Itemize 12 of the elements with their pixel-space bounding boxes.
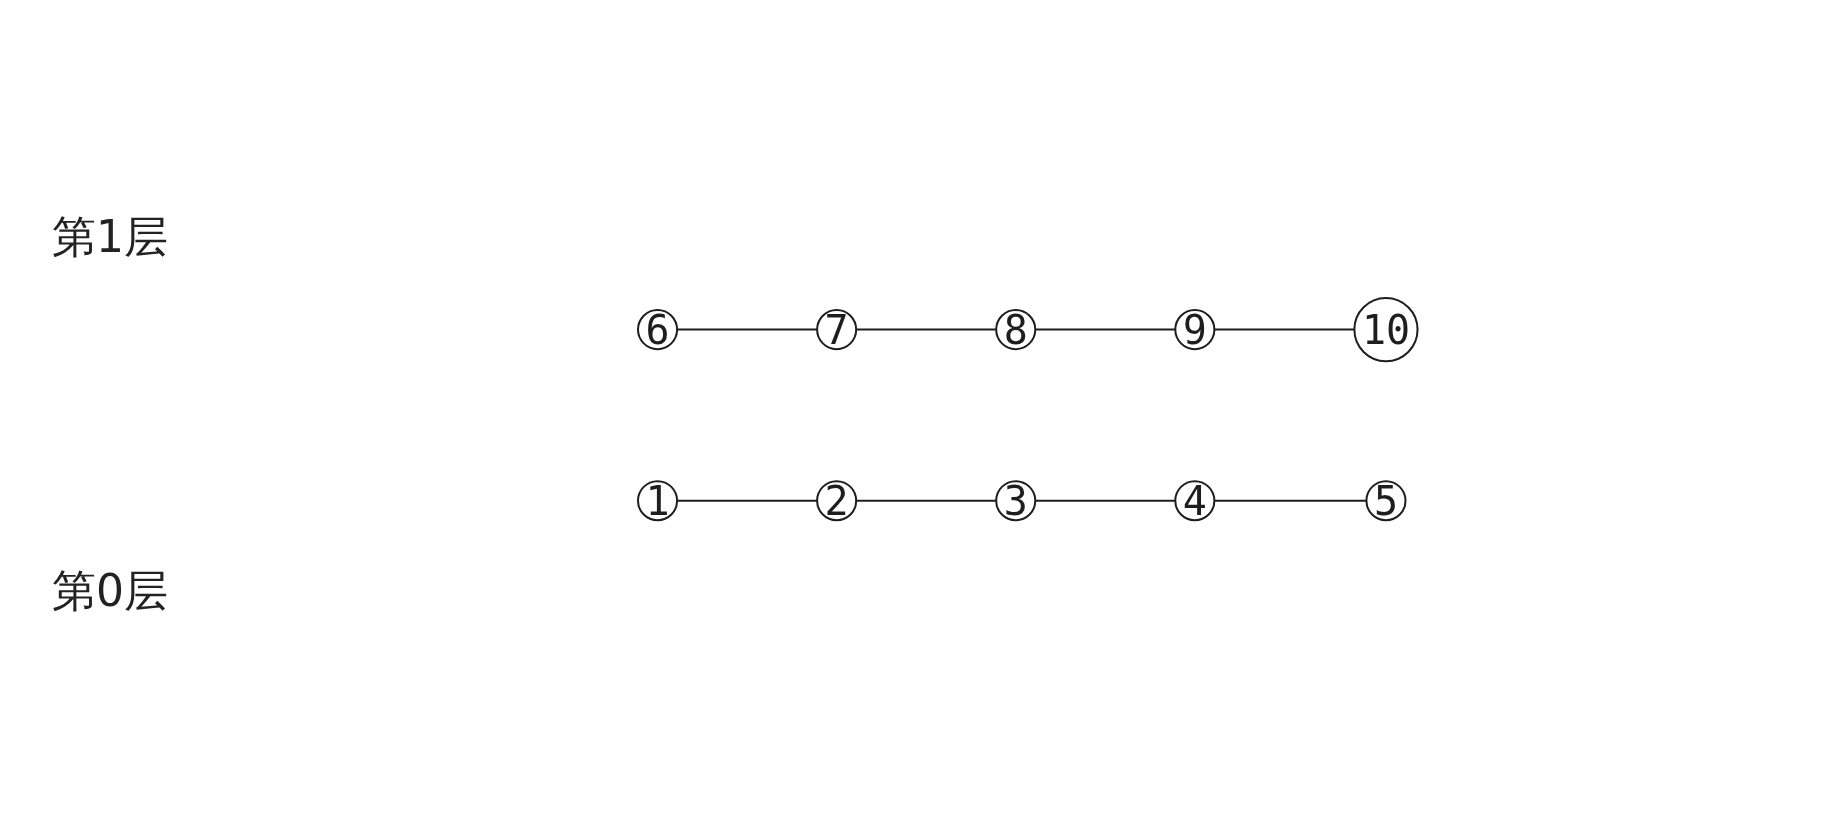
node-circle: 8 [994,309,1036,351]
node-circle: 10 [1353,297,1419,363]
layer-label: 第1层 [52,209,168,264]
node-circle: 9 [1174,309,1216,351]
layer-label: 第0层 [52,564,168,619]
node-circle: 5 [1365,480,1407,522]
node-circle: 7 [815,309,857,351]
node-circle: 3 [994,480,1036,522]
node-circle: 1 [636,480,678,522]
node-circle: 2 [815,480,857,522]
node-circle: 4 [1174,480,1216,522]
node-circle: 6 [636,309,678,351]
